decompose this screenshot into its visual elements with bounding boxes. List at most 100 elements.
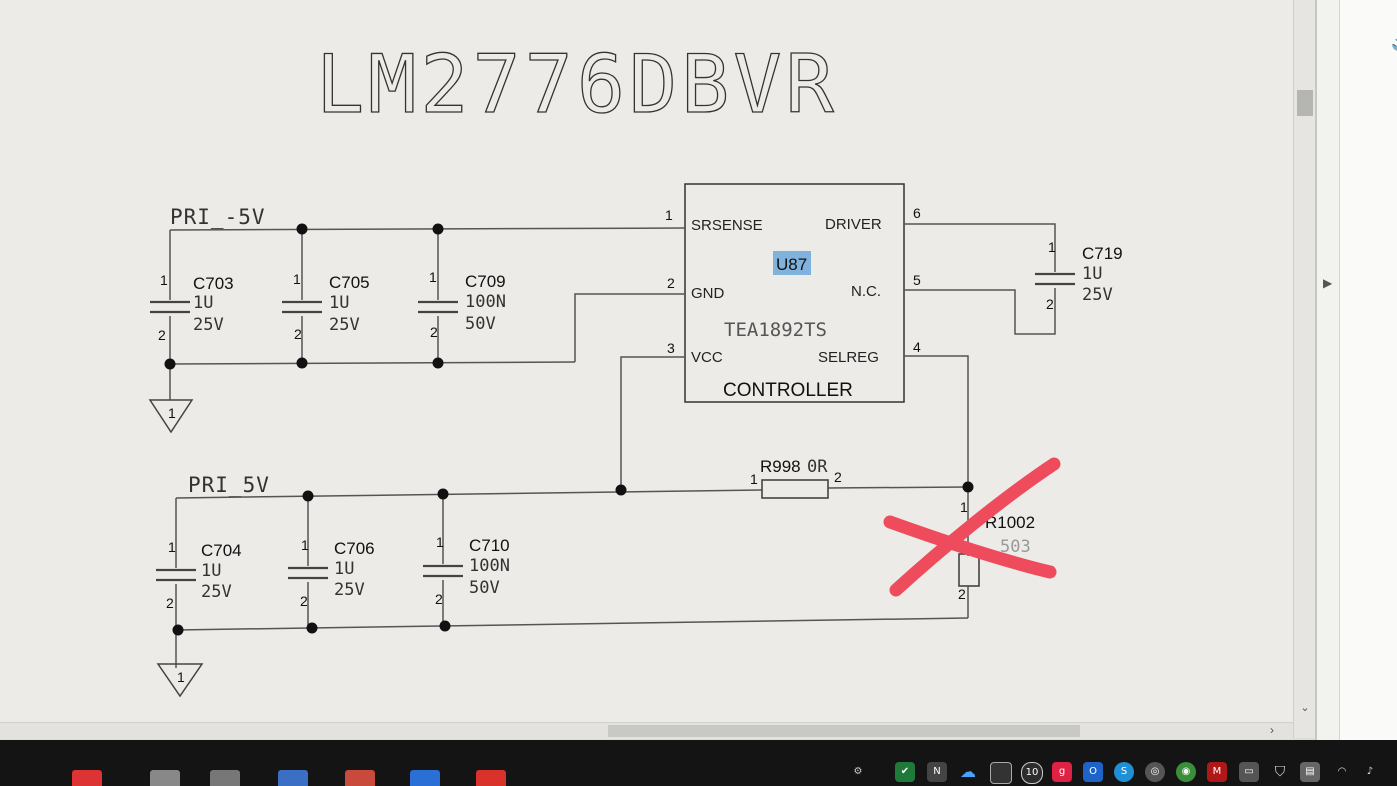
cap-voltage: 25V	[334, 580, 365, 600]
taskbar-app-icon[interactable]	[150, 770, 180, 786]
cap-ref: C705	[329, 273, 370, 292]
pin-number: 2	[158, 327, 166, 343]
pin-number: 1	[1048, 239, 1056, 255]
taskbar-app-icon[interactable]	[210, 770, 240, 786]
schematic-canvas[interactable]: LM2776DBVR U87 TEA1892TS CONTROLLER SRSE…	[0, 0, 1315, 738]
cap-value: 1U	[201, 561, 221, 581]
mcafee-icon[interactable]: M	[1207, 762, 1227, 782]
scroll-down-icon[interactable]: ⌄	[1300, 702, 1310, 714]
ic-pin-name: N.C.	[851, 283, 881, 300]
ic-ref-highlight	[773, 251, 811, 275]
cap-voltage: 50V	[469, 578, 500, 598]
globe-icon[interactable]: ◉	[1176, 762, 1196, 782]
wifi-icon[interactable]: ◠	[1337, 766, 1347, 777]
taskbar-app-icon[interactable]	[278, 770, 308, 786]
cap-ref: C710	[469, 536, 510, 555]
taskbar-app-icon[interactable]	[72, 770, 102, 786]
scroll-right-icon[interactable]: ›	[1270, 723, 1274, 737]
volume-icon[interactable]: ♪	[1366, 766, 1374, 777]
defender-shield-icon[interactable]: ⛉	[1274, 764, 1286, 780]
properties-panel: 🔧 Cr	[1339, 0, 1397, 740]
resistor-r1002[interactable]	[958, 553, 980, 587]
res-ref: R998	[760, 457, 801, 476]
wires-bottom	[175, 486, 969, 668]
taskbar-app-icon[interactable]	[410, 770, 440, 786]
taskbar-app-icon[interactable]	[345, 770, 375, 786]
tray-app-icon[interactable]: N	[927, 762, 947, 782]
pin-number: 1	[160, 272, 168, 288]
resistor-r998[interactable]	[761, 479, 829, 499]
cap-voltage: 25V	[329, 315, 360, 335]
capacitor-symbols	[150, 272, 1075, 582]
cap-value: 1U	[329, 293, 349, 313]
cap-value: 1U	[1082, 264, 1102, 284]
taskbar-app-icon[interactable]	[476, 770, 506, 786]
cap-ref: C703	[193, 274, 234, 293]
ic-pin-number: 5	[913, 272, 921, 288]
cap-value: 100N	[469, 556, 510, 576]
net-label-pri-neg: PRI_-5V	[170, 205, 266, 229]
ground-label: 1	[177, 669, 185, 685]
ic-body[interactable]	[684, 183, 905, 403]
outlook-icon[interactable]: O	[1083, 762, 1103, 782]
pin-number: 2	[834, 469, 842, 485]
taskbar: ⚙ ✔ N ☁ 10 g O S ◎ ◉ M ▭ ⛉ ▤ ◠ ♪	[0, 740, 1397, 786]
pin-number: 1	[750, 471, 758, 487]
schematic-drawing: LM2776DBVR U87 TEA1892TS CONTROLLER SRSE…	[148, 37, 1123, 698]
wrench-icon[interactable]: 🔧	[1390, 38, 1397, 67]
ic-pin-number: 3	[667, 340, 675, 356]
ic-part: TEA1892TS	[724, 319, 827, 341]
pin-number: 2	[430, 324, 438, 340]
ic-pin-number: 4	[913, 339, 921, 355]
display-icon[interactable]: ▭	[1239, 762, 1259, 782]
ic-pin-name: DRIVER	[825, 216, 882, 233]
network-status-icon[interactable]: ⚙	[853, 766, 863, 777]
ground-label: 1	[168, 405, 176, 421]
cap-ref: C719	[1082, 244, 1123, 263]
cap-value: 100N	[465, 292, 506, 312]
cap-ref: C709	[465, 272, 506, 291]
cap-ref: C706	[334, 539, 375, 558]
ic-ref: U87	[776, 255, 807, 274]
net-label-pri-pos: PRI_5V	[188, 473, 270, 497]
ic-pin-name: SELREG	[818, 349, 879, 366]
pin-number: 1	[168, 539, 176, 555]
wires-top	[169, 223, 1056, 490]
security-shield-icon[interactable]: ✔	[895, 762, 915, 782]
horizontal-scroll-thumb[interactable]	[608, 725, 1080, 737]
ground-symbols	[148, 399, 204, 698]
cap-ref: C704	[201, 541, 242, 560]
pin-number: 2	[435, 591, 443, 607]
pin-number: 1	[436, 534, 444, 550]
keyboard-icon[interactable]: ▤	[1300, 762, 1320, 782]
res-value: 0R	[807, 457, 828, 477]
pin-number: 1	[960, 499, 968, 515]
tray-app-icon[interactable]: g	[1052, 762, 1072, 782]
skype-icon[interactable]: S	[1114, 762, 1134, 782]
schematic-title: LM2776DBVR	[316, 38, 838, 131]
junction-dots	[164, 223, 974, 636]
ic-pin-name: SRSENSE	[691, 217, 763, 234]
tray-app-icon[interactable]: 10	[1021, 762, 1043, 784]
cap-value: 1U	[334, 559, 354, 579]
tray-app-icon[interactable]: ◎	[1145, 762, 1165, 782]
vertical-scroll-thumb[interactable]	[1297, 90, 1313, 116]
horizontal-scrollbar[interactable]: ›	[0, 722, 1293, 739]
cap-voltage: 25V	[1082, 285, 1113, 305]
pin-number: 1	[293, 271, 301, 287]
ic-pin-number: 6	[913, 205, 921, 221]
cloud-icon[interactable]: ☁	[960, 762, 976, 781]
ic-pin-name: GND	[691, 285, 725, 302]
tablet-icon[interactable]	[990, 762, 1012, 784]
cap-value: 1U	[193, 293, 213, 313]
pin-number: 2	[166, 595, 174, 611]
pin-number: 1	[301, 537, 309, 553]
vertical-scrollbar[interactable]: ⌄	[1293, 0, 1316, 738]
pin-number: 2	[300, 593, 308, 609]
res-value: 503	[1000, 537, 1031, 557]
cap-voltage: 25V	[201, 582, 232, 602]
pin-number: 1	[429, 269, 437, 285]
ic-pin-number: 2	[667, 275, 675, 291]
pin-number: 2	[1046, 296, 1054, 312]
expand-arrow-icon[interactable]: ▶	[1323, 276, 1333, 290]
